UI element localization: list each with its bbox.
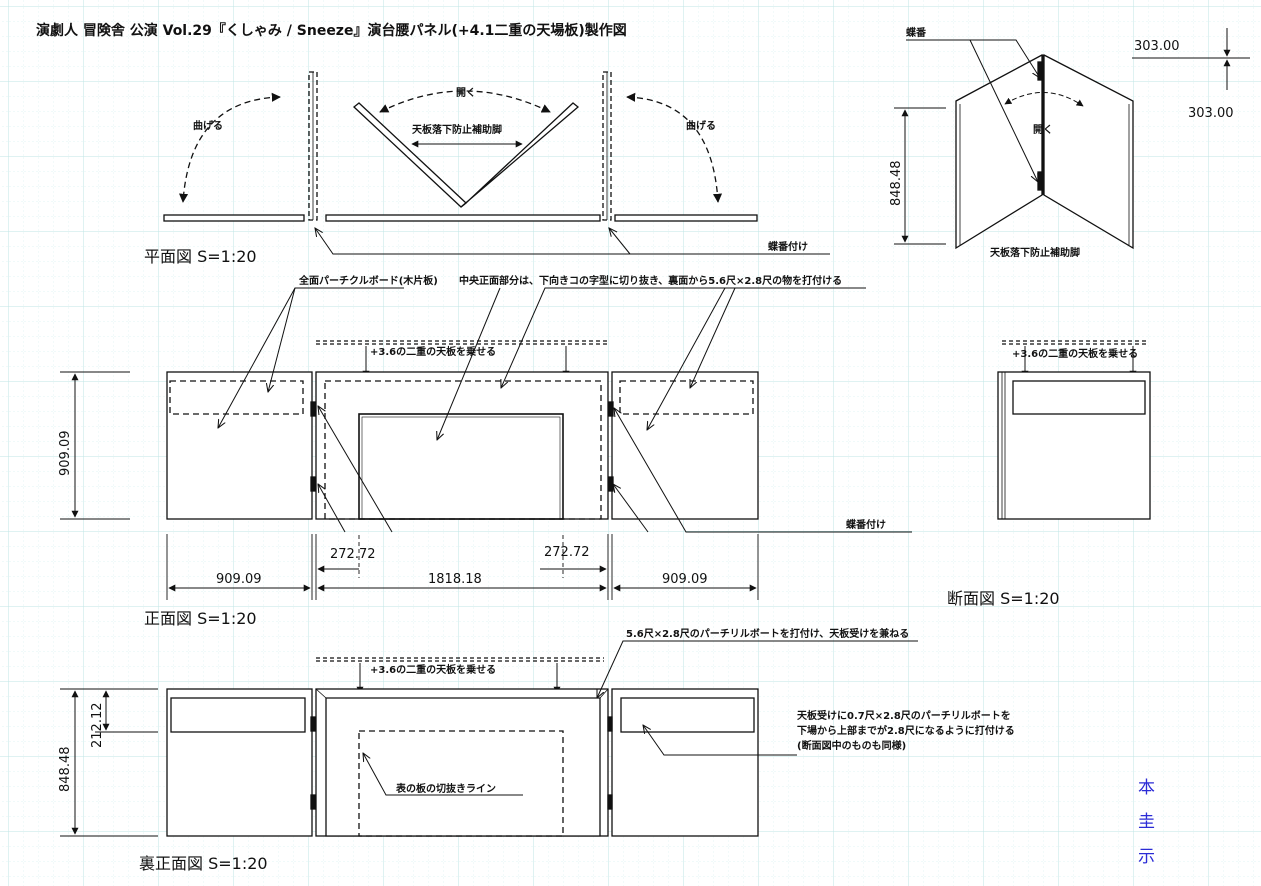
plan-view — [163, 71, 830, 255]
iso-open-label: 開く — [1033, 124, 1053, 136]
front-left-panel — [166, 371, 313, 520]
section-view-label: 断面図 S=1:20 — [947, 589, 1060, 608]
front-center-panel — [315, 371, 609, 520]
section-support-board — [1012, 380, 1146, 415]
back-top-plate-note: +3.6の二重の天板を乗せる — [370, 663, 496, 676]
back-side-note-3: (断面図中のものも同様) — [797, 739, 906, 752]
plan-bend-left-label: 曲げる — [193, 119, 223, 132]
front-dim-right: 909.09 — [662, 572, 708, 587]
back-right-support — [620, 697, 755, 733]
plan-support-leg-label: 天板落下防止補助脚 — [412, 123, 502, 136]
front-view — [60, 287, 912, 600]
plan-hinge-leader — [315, 228, 830, 255]
back-side-note-2: 下場から上部までが2.8尺になるように打付ける — [797, 724, 1015, 737]
iso-support-leg-label: 天板落下防止補助脚 — [990, 246, 1080, 259]
back-cut-leader — [363, 753, 523, 796]
front-dim-offset-right: 272.72 — [544, 545, 590, 560]
section-top-plate-note: +3.6の二重の天板を乗せる — [1012, 347, 1138, 360]
front-center-note: 中央正面部分は、下向きコの字型に切り抜き、裏面から5.6尺×2.8尺の物を打付け… — [459, 274, 842, 287]
front-hinge-label: 蝶番付け — [846, 518, 886, 531]
front-dim-offset-left: 272.72 — [330, 547, 376, 562]
plan-left-panel — [163, 214, 305, 222]
back-side-leader — [643, 725, 797, 756]
iso-hinge-leader — [906, 39, 1040, 78]
plan-bend-arc-left — [179, 92, 281, 203]
plan-view-label: 平面図 S=1:20 — [144, 247, 257, 266]
iso-dim-bottom: 303.00 — [1188, 106, 1234, 121]
back-side-note-1: 天板受けに0.7尺×2.8尺のパーチリルボートを — [797, 709, 1011, 722]
drawing-title: 演劇人 冒険舎 公演 Vol.29『くしゃみ / Sneeze』演台腰パネル(+… — [36, 22, 627, 39]
front-right-panel — [611, 371, 759, 520]
section-panel — [997, 371, 1151, 520]
stamp-char-2: 圭 — [1138, 812, 1155, 832]
iso-hinge-label: 蝶番 — [906, 26, 927, 39]
front-top-plate-note: +3.6の二重の天板を乗せる — [370, 345, 496, 358]
iso-open-arc — [1004, 92, 1084, 107]
front-hinge-leader — [614, 408, 912, 533]
back-dim-inner: 212.12 — [90, 703, 105, 749]
stamp-char-3: 示 — [1138, 847, 1155, 867]
front-dim-height: 909.09 — [58, 431, 73, 477]
front-dim-center: 1818.18 — [428, 572, 482, 587]
back-cut-line-label: 表の板の切抜きライン — [395, 782, 496, 795]
back-view-label: 裏正面図 S=1:20 — [139, 854, 268, 873]
plan-open-label: 開く — [456, 87, 476, 99]
plan-hinge-label: 蝶番付け — [768, 240, 808, 253]
back-cut-line — [358, 730, 564, 837]
plan-center-panel — [325, 214, 601, 222]
back-right-panel — [611, 688, 759, 837]
back-top-note: 5.6尺×2.8尺のパーチリルボートを打付け、天板受けを兼ねる — [626, 627, 909, 640]
front-view-label: 正面図 S=1:20 — [144, 609, 257, 628]
plan-support-leg-right — [460, 102, 580, 208]
back-left-support — [170, 697, 306, 733]
front-dim-left: 909.09 — [216, 572, 262, 587]
front-board-note: 全面パーチクルボード(木片板) — [298, 274, 438, 287]
section-view — [997, 340, 1151, 520]
front-center-leader — [501, 287, 866, 388]
plan-bend-arc-right — [626, 92, 723, 203]
back-top-leader — [597, 640, 918, 698]
back-center-board — [325, 697, 601, 837]
plan-open-arc — [379, 90, 551, 113]
iso-view — [894, 28, 1250, 250]
plan-bend-right-label: 曲げる — [686, 119, 716, 132]
stamp-char-1: 本 — [1138, 778, 1155, 798]
iso-dim-top: 303.00 — [1134, 39, 1180, 54]
back-view — [60, 640, 918, 837]
iso-dim-height: 848.48 — [889, 161, 904, 207]
back-dim-height: 848.48 — [58, 747, 73, 793]
back-left-panel — [166, 688, 313, 837]
plan-right-panel — [614, 214, 758, 222]
